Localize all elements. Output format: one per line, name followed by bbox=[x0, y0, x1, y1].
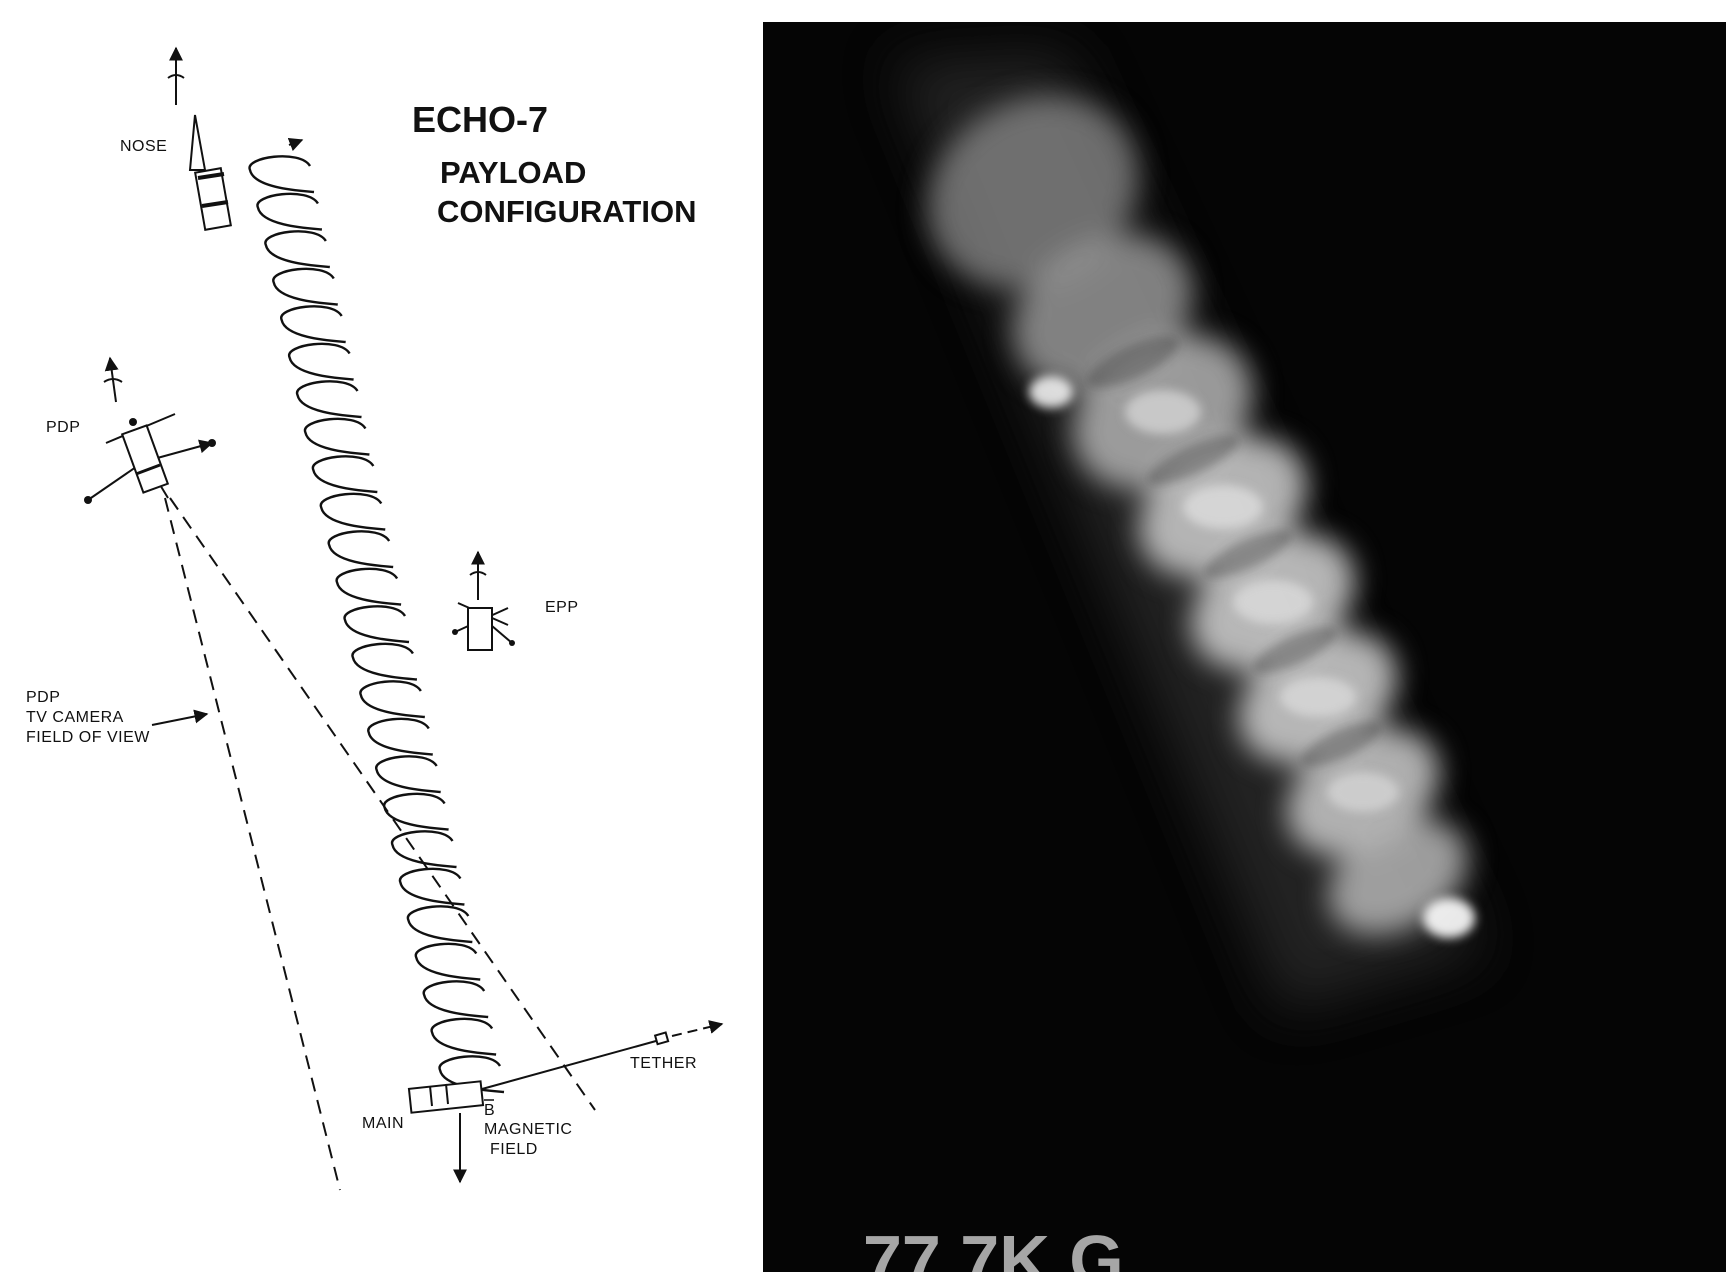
helix-loop bbox=[273, 269, 337, 305]
diagram-title: ECHO-7 bbox=[412, 99, 548, 140]
helix-loop bbox=[408, 906, 472, 942]
helix-loop bbox=[337, 569, 401, 605]
main-label: MAIN bbox=[362, 1115, 404, 1132]
epp-label: EPP bbox=[545, 599, 579, 616]
diagram-subtitle-line2: CONFIGURATION bbox=[437, 194, 696, 229]
electron-helix bbox=[250, 156, 504, 1092]
epp-payload-icon bbox=[452, 552, 515, 650]
magnetic-label-line2: FIELD bbox=[490, 1141, 538, 1158]
tether-label: TETHER bbox=[630, 1055, 697, 1072]
helix-loop bbox=[400, 869, 464, 905]
diagram-subtitle-line1: PAYLOAD bbox=[440, 155, 586, 190]
magnetic-label-line1: MAGNETIC bbox=[484, 1121, 572, 1138]
beam-glow-image: 77 7K G bbox=[763, 22, 1726, 1272]
payload-diagram-panel: ECHO-7 PAYLOAD CONFIGURATION NOSE bbox=[0, 0, 760, 1272]
helix-loop bbox=[289, 344, 353, 380]
helix-loop bbox=[281, 306, 345, 342]
helix-loop bbox=[376, 756, 440, 792]
b-field-symbol: B bbox=[484, 1102, 495, 1119]
fov-label-line3: FIELD OF VIEW bbox=[26, 729, 150, 746]
helix-loop bbox=[313, 456, 377, 492]
tv-camera-photo: 77 7K G bbox=[763, 22, 1726, 1272]
tether-end-icon bbox=[655, 1033, 668, 1045]
pdp-label: PDP bbox=[46, 419, 80, 436]
helix-loop bbox=[424, 981, 488, 1017]
helix-loop bbox=[265, 231, 329, 267]
helix-loop bbox=[345, 606, 409, 642]
fov-label-line1: PDP bbox=[26, 689, 60, 706]
helix-loop bbox=[329, 531, 393, 567]
helix-loop bbox=[352, 644, 416, 680]
helix-loop bbox=[416, 944, 480, 980]
payload-diagram: ECHO-7 PAYLOAD CONFIGURATION NOSE bbox=[0, 0, 760, 1272]
main-payload-icon bbox=[409, 1081, 483, 1182]
helix-loop bbox=[305, 419, 369, 455]
fov-label-line2: TV CAMERA bbox=[26, 709, 124, 726]
helix-loop bbox=[368, 719, 432, 755]
fov-right-line bbox=[170, 498, 595, 1110]
fov-left-line bbox=[165, 498, 340, 1190]
nose-payload-icon bbox=[168, 48, 231, 230]
tether-extension-arrow bbox=[672, 1024, 722, 1036]
fov-pointer-arrow bbox=[152, 714, 207, 725]
helix-loop bbox=[384, 794, 448, 830]
helix-start-arrow bbox=[289, 140, 302, 145]
helix-loop bbox=[432, 1019, 496, 1055]
pdp-payload-icon bbox=[84, 358, 216, 504]
helix-loop bbox=[250, 156, 314, 192]
beam-end-bright-spot bbox=[1423, 898, 1475, 938]
photo-bottom-caption: 77 7K G bbox=[863, 1221, 1124, 1272]
helix-loop bbox=[257, 194, 321, 230]
helix-loop bbox=[360, 681, 424, 717]
nose-label: NOSE bbox=[120, 138, 167, 155]
helix-loop bbox=[321, 494, 385, 530]
helix-loop bbox=[297, 381, 361, 417]
helix-loop bbox=[392, 831, 456, 867]
